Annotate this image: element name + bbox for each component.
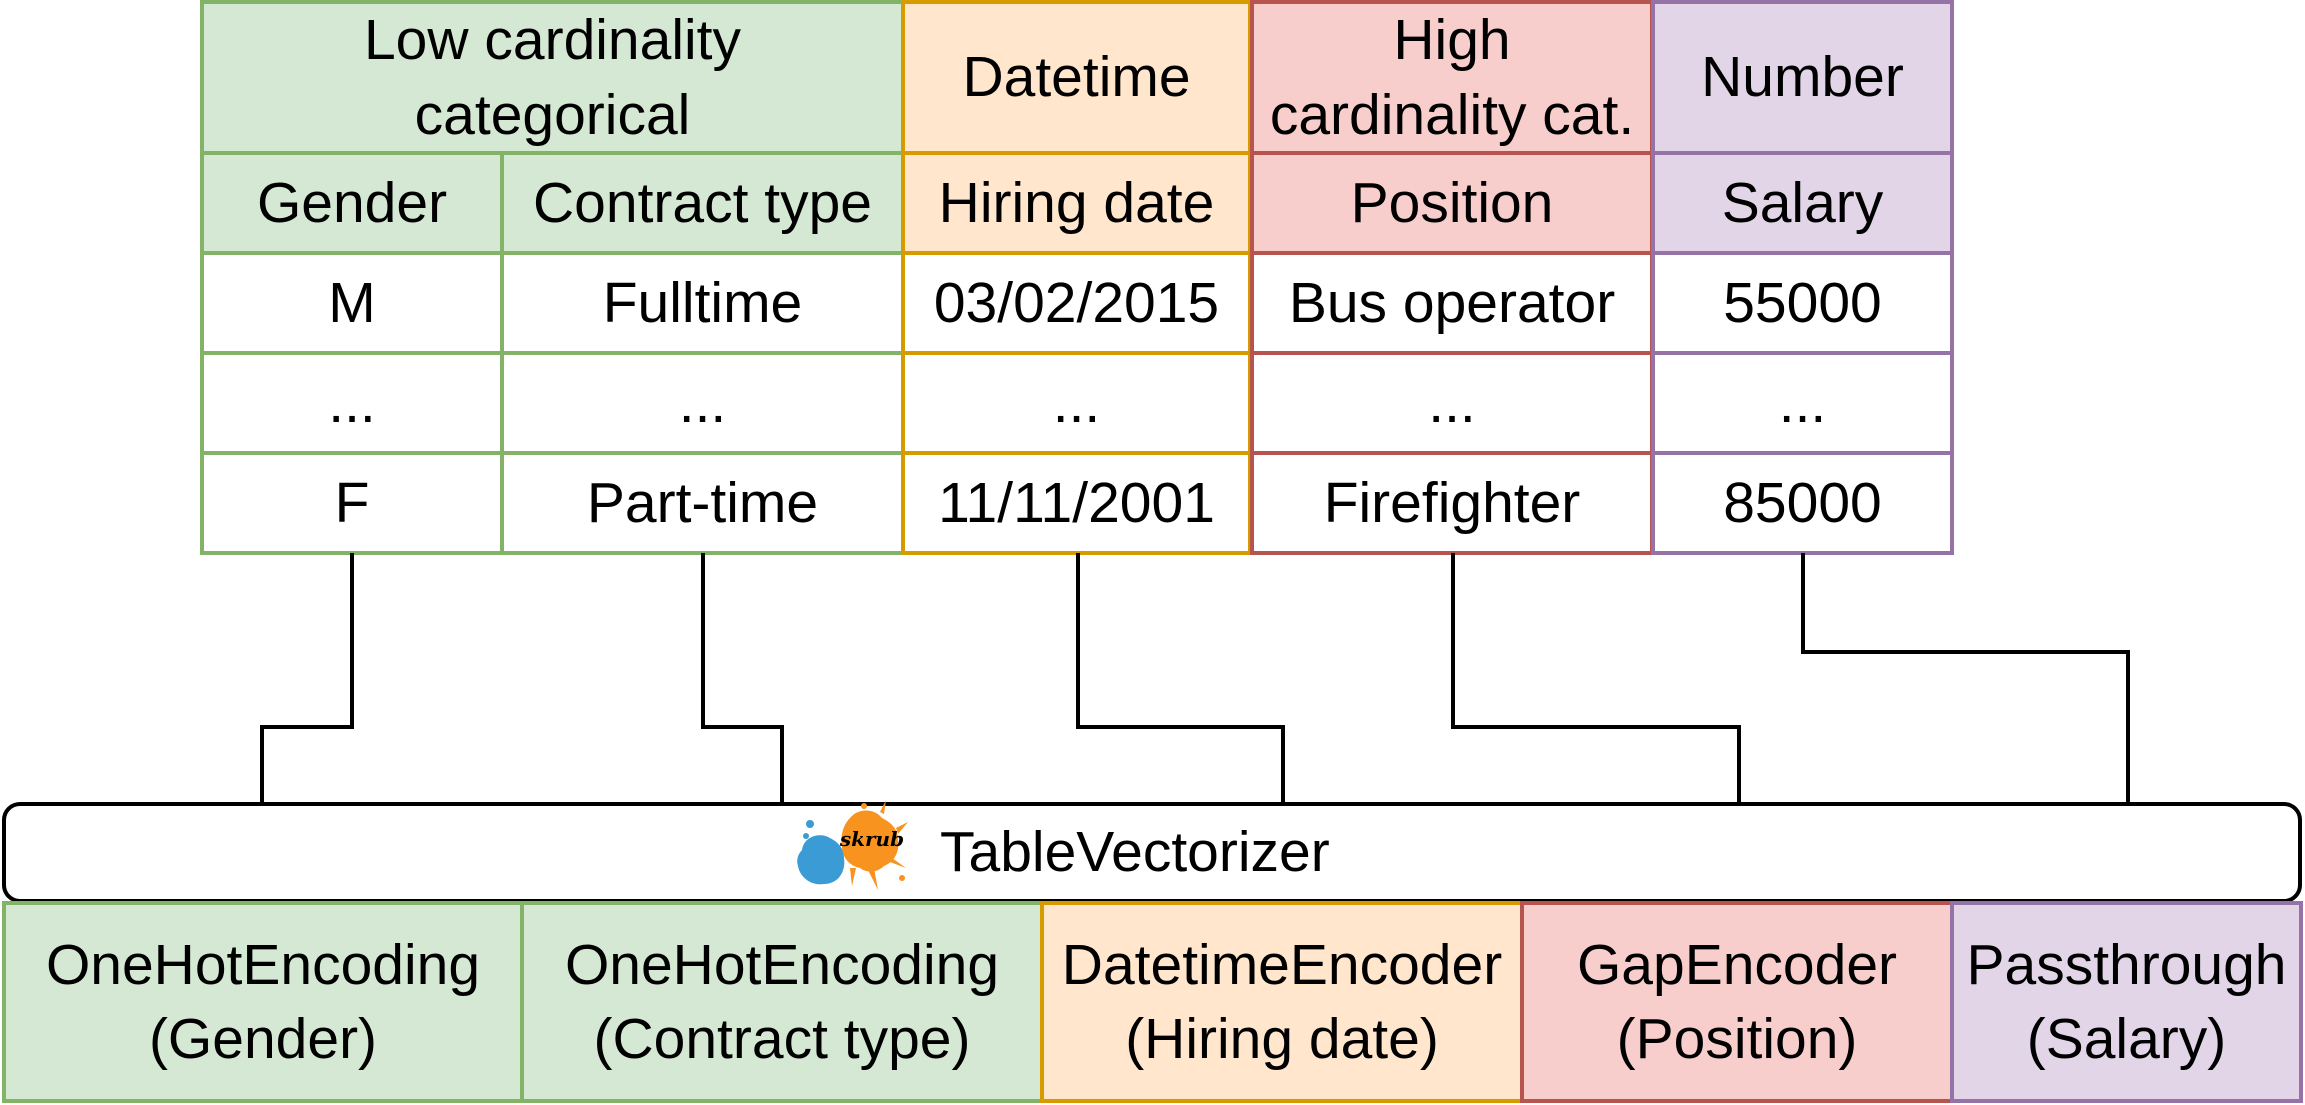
table-cell: 03/02/2015 (901, 251, 1252, 355)
connector-hiring-date (1076, 553, 1285, 804)
encoder-gap: GapEncoder (Position) (1520, 901, 1954, 1103)
table-cell: 11/11/2001 (901, 451, 1252, 555)
encoder-name: Passthrough (1966, 932, 2287, 997)
table-cell: ... (200, 351, 504, 455)
table-cell: ... (1651, 351, 1954, 455)
encoder-column: (Position) (1616, 1007, 1858, 1071)
table-cell: Bus operator (1250, 251, 1654, 355)
encoder-name: OneHotEncoding (45, 932, 481, 997)
group-header-low-cardinality: Low cardinality categorical (200, 0, 905, 155)
connector-gender (260, 553, 354, 804)
column-header-hiring-date: Hiring date (901, 151, 1252, 255)
skrub-splash-logo-icon: skrub (797, 800, 908, 890)
table-cell: Part-time (500, 451, 905, 555)
group-header-datetime: Datetime (901, 0, 1252, 155)
table-cell: F (200, 451, 504, 555)
encoder-column: (Salary) (2026, 1007, 2227, 1071)
column-header-salary: Salary (1651, 151, 1954, 255)
connector-salary (1801, 553, 2130, 804)
encoder-column: (Contract type) (593, 1007, 971, 1071)
table-vectorizer-label: TableVectorizer (940, 820, 1330, 884)
skrub-logo-text: skrub (839, 827, 904, 851)
encoder-name: OneHotEncoding (564, 932, 1000, 997)
encoder-onehot-contract-type: OneHotEncoding (Contract type) (520, 901, 1044, 1103)
table-cell: 55000 (1651, 251, 1954, 355)
encoder-onehot-gender: OneHotEncoding (Gender) (2, 901, 524, 1103)
encoder-name: DatetimeEncoder (1061, 932, 1503, 997)
column-header-contract-type: Contract type (500, 151, 905, 255)
encoder-name: GapEncoder (1576, 932, 1898, 997)
connector-position (1451, 553, 1741, 804)
encoder-passthrough: Passthrough (Salary) (1950, 901, 2303, 1103)
table-cell: 85000 (1651, 451, 1954, 555)
encoder-datetime: DatetimeEncoder (Hiring date) (1040, 901, 1524, 1103)
encoder-column: (Hiring date) (1125, 1007, 1439, 1071)
encoder-column: (Gender) (148, 1007, 378, 1071)
connector-contract-type (701, 553, 784, 804)
